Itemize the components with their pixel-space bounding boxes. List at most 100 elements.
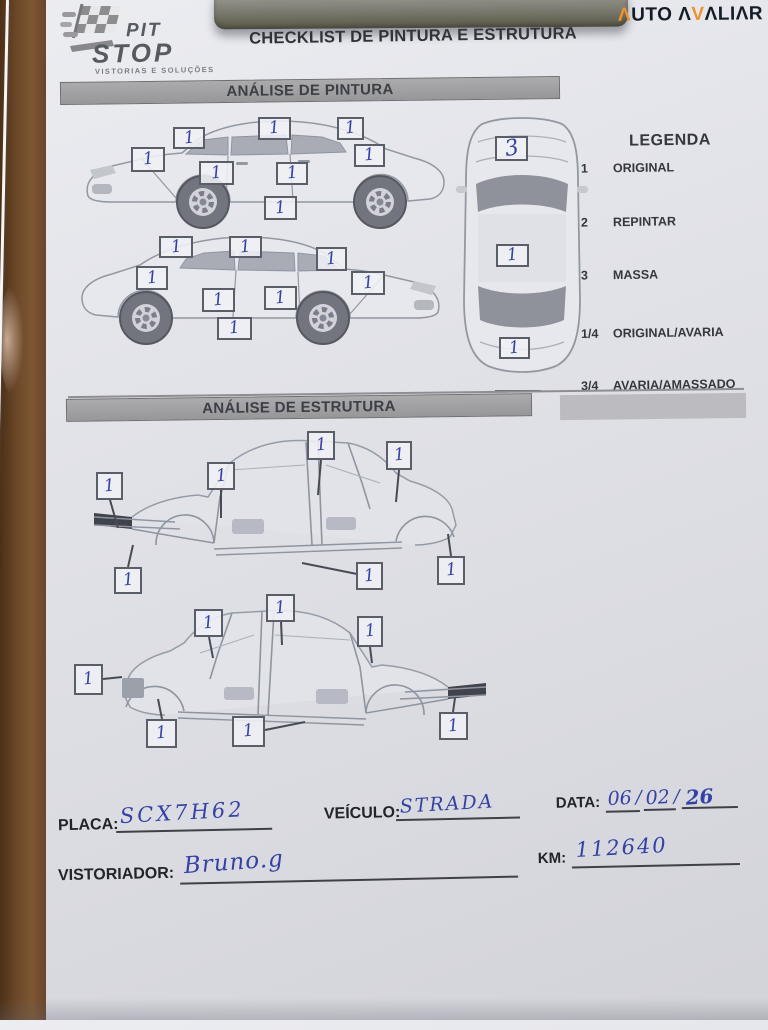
paint-mark-box: 1 xyxy=(258,117,291,140)
clipboard-clip xyxy=(213,0,629,30)
legend-code: 1/4 xyxy=(580,326,599,341)
frame-mark-value: 1 xyxy=(214,464,228,487)
frame-mark-value: 1 xyxy=(82,668,95,690)
car-side-bottom-diagram xyxy=(76,226,448,350)
paint-mark-value: 1 xyxy=(363,144,376,166)
frame-mark-box: 1 xyxy=(266,594,295,622)
frame-mark-value: 1 xyxy=(242,720,255,742)
legend-row: 1/4 ORIGINAL/AVARIA xyxy=(581,325,724,341)
frame-mark-value: 1 xyxy=(155,722,168,744)
paint-mark-box: 1 xyxy=(351,271,385,295)
brand-a1: Λ xyxy=(617,4,632,26)
frame-mark-value: 1 xyxy=(392,444,406,466)
data-line-year xyxy=(681,805,738,810)
frame-mark-box: 1 xyxy=(96,472,123,500)
paint-mark-box: 1 xyxy=(354,144,385,167)
scan-band-artifact xyxy=(559,392,747,421)
placa-label: PLACA: xyxy=(57,815,119,835)
paint-mark-box: 1 xyxy=(264,286,297,310)
data-year: 26 xyxy=(684,783,715,810)
auto-avaliar-logo: ΛUTO ΛVΛLIΛR xyxy=(618,3,763,27)
frame-mark-box: 1 xyxy=(356,562,383,590)
legend-title: LEGENDA xyxy=(629,131,711,150)
estrutura-section-title: ANÁLISE DE ESTRUTURA xyxy=(202,397,396,418)
paint-mark-box: 1 xyxy=(217,317,252,340)
paint-mark-value: 1 xyxy=(210,161,223,184)
paint-mark-box: 1 xyxy=(136,266,168,290)
paint-mark-value: 1 xyxy=(268,117,281,139)
frame-mark-box: 1 xyxy=(114,567,142,594)
paint-mark-box: 1 xyxy=(131,147,165,172)
brand-v2: V xyxy=(691,3,705,25)
legend-label: ORIGINAL/AVARIA xyxy=(612,325,724,341)
wood-table-edge xyxy=(0,0,46,1020)
frame-mark-box: 1 xyxy=(207,462,235,490)
legend-code: 2 xyxy=(580,215,589,230)
frame-mark-box: 1 xyxy=(437,556,465,585)
frame-mark-box: 1 xyxy=(232,716,265,747)
placa-line xyxy=(116,827,273,834)
paint-mark-value: 1 xyxy=(212,288,225,311)
frame-mark-box: 1 xyxy=(439,712,468,740)
paint-mark-box: 1 xyxy=(496,244,529,267)
paint-mark-value: 1 xyxy=(344,117,357,139)
checkered-flag-icon xyxy=(60,2,130,54)
pitstop-tagline: VISTORIAS E SOLUÇÕES xyxy=(94,64,215,77)
frame-mark-value: 1 xyxy=(314,434,328,456)
km-value: 112640 xyxy=(574,832,669,862)
vistoriador-line xyxy=(180,875,519,885)
paint-mark-box: 1 xyxy=(316,247,347,271)
paint-mark-box: 1 xyxy=(337,117,364,140)
frame-mark-value: 1 xyxy=(121,569,135,591)
paint-mark-value: 1 xyxy=(508,336,521,359)
legend-row: 3 MASSA xyxy=(581,267,658,282)
paint-mark-value: 1 xyxy=(274,286,287,309)
date-separator: / xyxy=(673,786,680,808)
paint-mark-box: 1 xyxy=(159,236,193,258)
brand-rest2: ΛLIΛR xyxy=(704,3,764,25)
legend-row: 2 REPINTAR xyxy=(581,214,676,229)
pitstop-logo-line2: STOP xyxy=(91,37,175,69)
frame-mark-value: 1 xyxy=(444,559,458,581)
paint-mark-value: 1 xyxy=(285,162,299,184)
paint-mark-value: 1 xyxy=(228,317,241,339)
frame-mark-box: 1 xyxy=(307,431,335,460)
frame-upper-diagram xyxy=(80,425,510,595)
legend-label: ORIGINAL xyxy=(612,160,675,176)
frame-mark-value: 1 xyxy=(202,611,215,634)
paper-bottom-shadow xyxy=(0,998,768,1020)
frame-mark-box: 1 xyxy=(146,719,177,748)
paint-mark-box: 1 xyxy=(276,162,308,185)
pintura-section-bar: ANÁLISE DE PINTURA xyxy=(59,75,561,106)
data-label: DATA: xyxy=(555,793,601,812)
frame-mark-value: 1 xyxy=(274,596,287,619)
frame-mark-value: 1 xyxy=(363,564,376,587)
km-label: KM: xyxy=(537,849,567,868)
legend-row: 1 ORIGINAL xyxy=(581,160,674,175)
paint-mark-value: 1 xyxy=(239,235,252,258)
date-separator: / xyxy=(635,786,642,809)
veiculo-label: VEÍCULO: xyxy=(323,804,401,823)
legend-label: REPINTAR xyxy=(612,214,677,230)
placa-value: SCX7H62 xyxy=(119,797,246,829)
paint-mark-value: 1 xyxy=(141,148,155,170)
paint-mark-value: 1 xyxy=(169,235,183,258)
data-line-month xyxy=(643,808,676,811)
estrutura-section-bar: ANÁLISE DE ESTRUTURA xyxy=(65,393,533,422)
veiculo-line xyxy=(396,816,521,822)
paint-mark-value: 1 xyxy=(325,247,338,270)
data-day: 06 xyxy=(607,786,633,811)
legend-label: MASSA xyxy=(612,267,659,283)
paint-mark-box: 1 xyxy=(499,337,530,359)
paint-mark-box: 1 xyxy=(229,236,262,258)
paint-mark-value: 1 xyxy=(361,271,375,294)
frame-mark-value: 1 xyxy=(447,714,460,737)
paint-mark-value: 1 xyxy=(182,126,196,149)
paint-mark-value: 3 xyxy=(502,134,521,162)
paint-mark-value: 1 xyxy=(506,244,519,266)
vistoriador-label: VISTORIADOR: xyxy=(57,864,175,885)
km-line xyxy=(571,862,740,869)
paint-mark-box: 1 xyxy=(173,127,205,149)
data-month: 02 xyxy=(645,786,671,810)
frame-mark-value: 1 xyxy=(103,474,116,497)
